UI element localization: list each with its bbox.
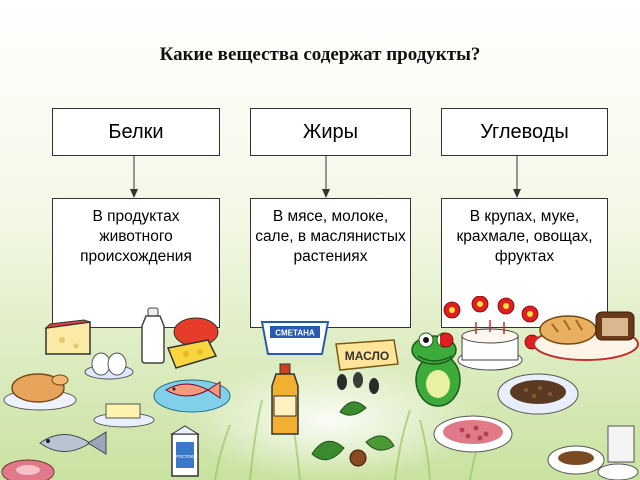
butter-pack-icon: МАСЛО [335,339,399,371]
milk-bottle-icon [141,307,165,364]
cheese-icon [44,319,91,355]
header-carbohydrates: Углеводы [441,108,608,156]
seeds-icon [337,372,379,416]
page-title: Какие вещества содержат продукты? [159,44,481,65]
sour-cream-label: СМЕТАНА [275,329,315,338]
cake-with-flowers-icon [440,296,540,371]
butter-icon [93,403,155,428]
nuts-leaves-icon [311,435,395,467]
bread-icon [533,311,639,361]
sour-cream-icon: СМЕТАНА [260,321,330,355]
arrow-down-icon [130,156,138,198]
header-fats: Жиры [250,108,411,156]
seafood-plate-icon [153,379,231,413]
milk-carton-icon: ПРОСТОКВ. [170,425,200,477]
cheese-head-icon [166,317,219,369]
eggs-icon [84,352,134,380]
butter-pack-label: МАСЛО [345,349,389,363]
desc-fats: В мясе, молоке, сале, в маслянистых раст… [250,198,411,328]
buckwheat-icon [497,373,579,415]
arrow-down-icon [513,156,521,198]
desc-carbohydrates: В крупах, муке, крахмале, овощах, фрукта… [441,198,608,328]
arrow-down-icon [322,156,330,198]
roast-chicken-icon [3,373,77,411]
fish-icon [39,431,107,455]
desc-proteins: В продуктах животного происхождения [52,198,220,328]
header-proteins: Белки [52,108,220,156]
carton-label: ПРОСТОКВ. [173,454,197,459]
oil-bottle-icon [271,363,299,435]
meat-icon [1,459,55,480]
grain-bowls-icon [547,425,639,480]
beans-bowl-icon [433,415,513,453]
